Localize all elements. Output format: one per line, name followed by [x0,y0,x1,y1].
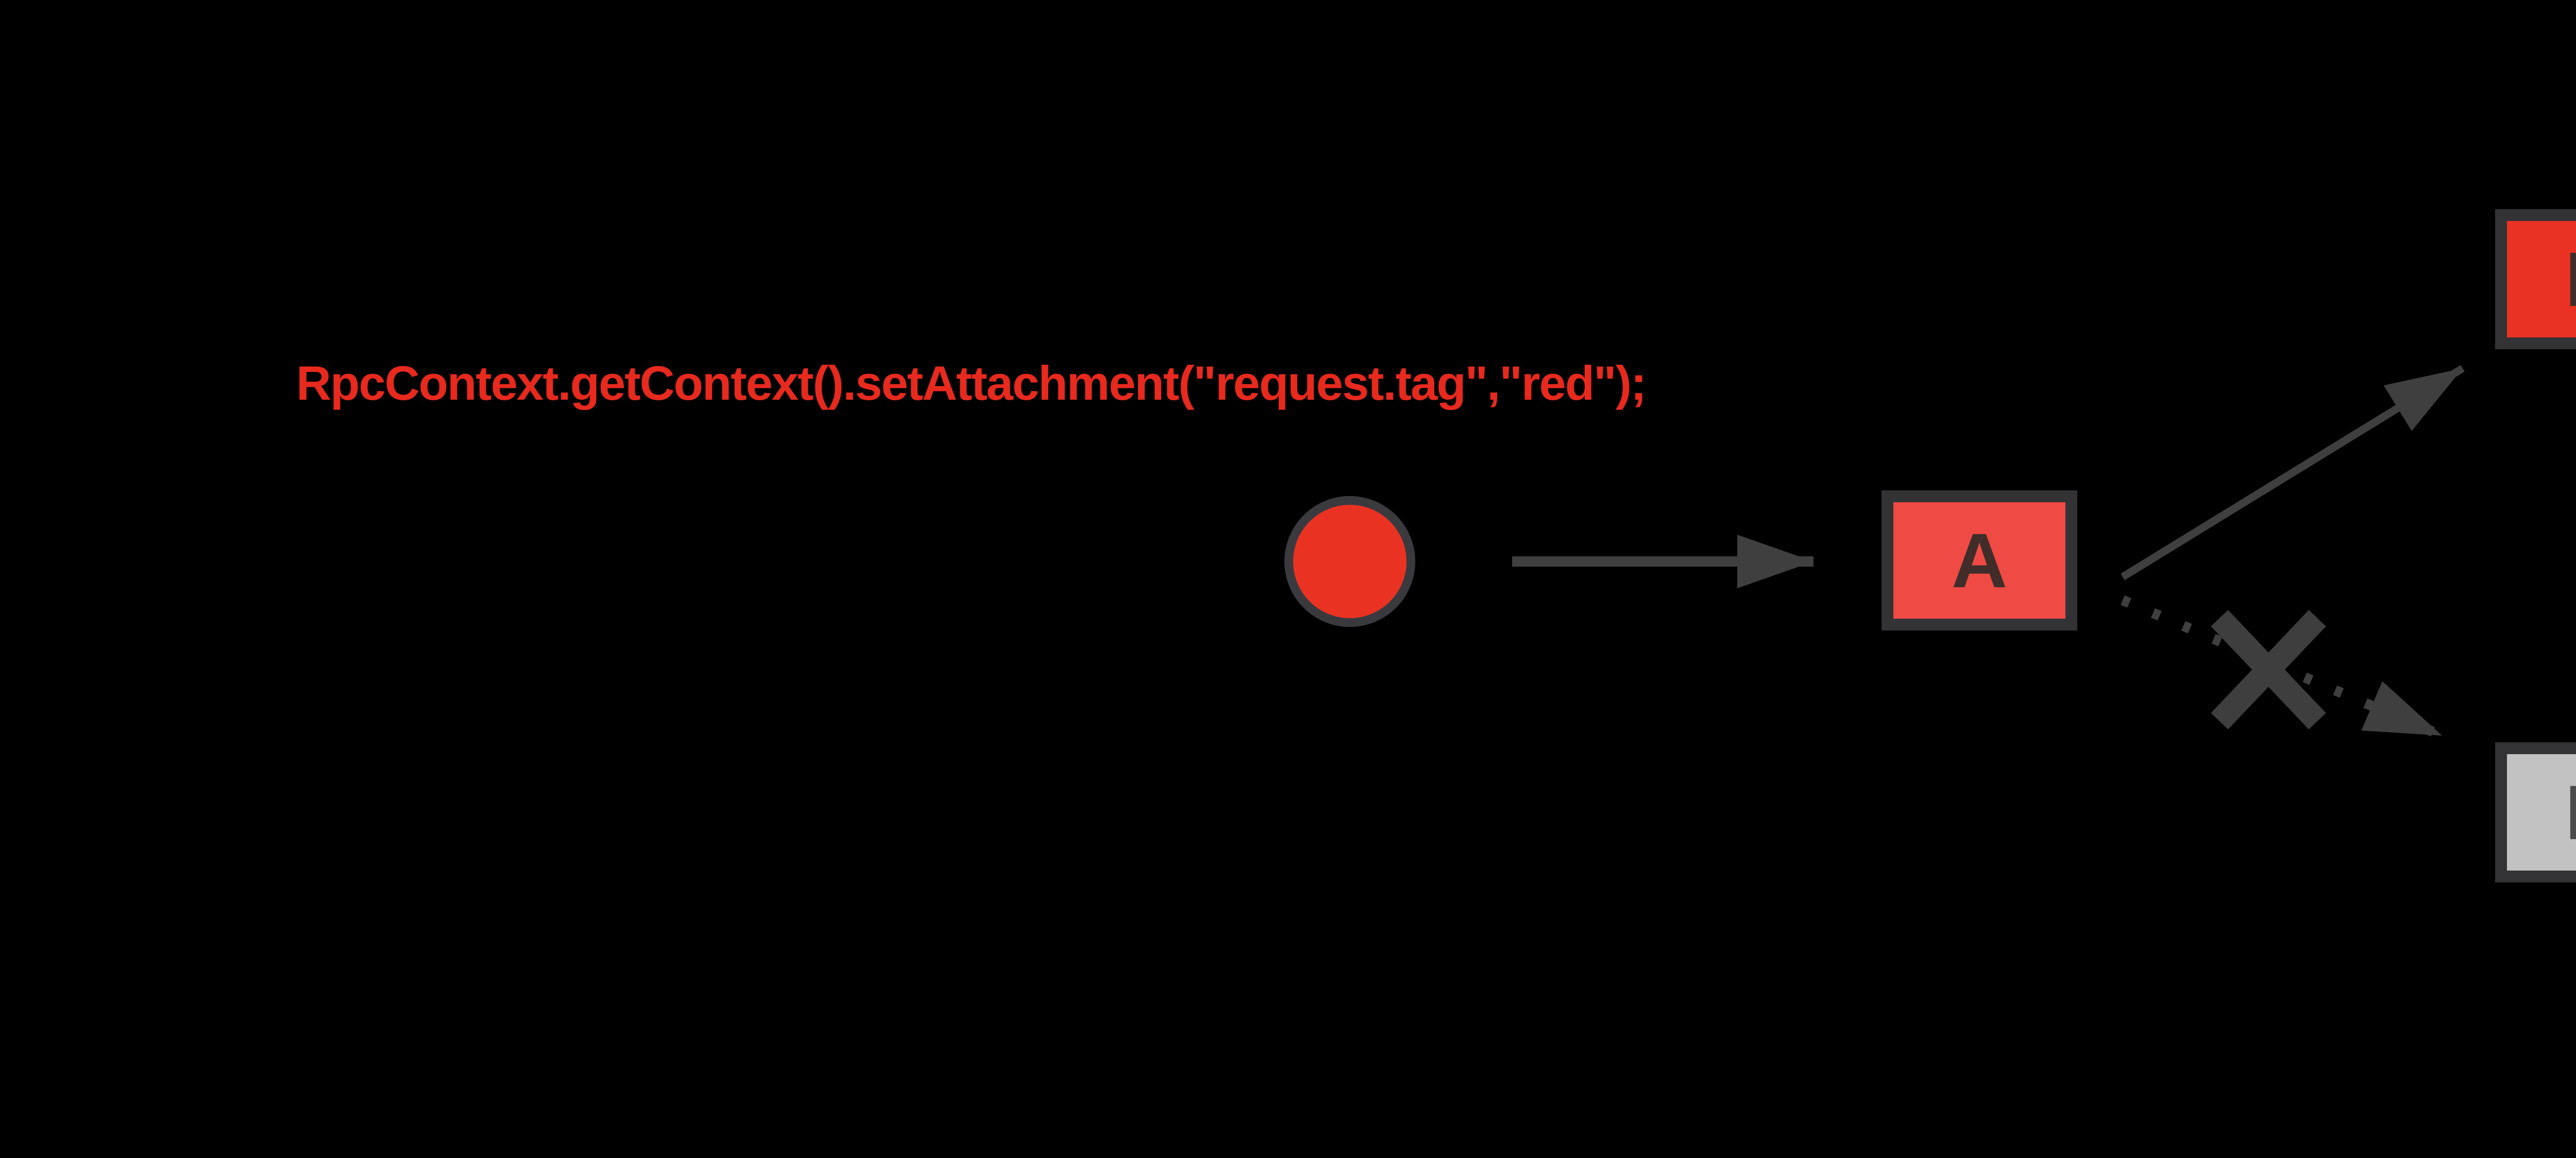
blocked-cross-icon [2211,610,2326,729]
node-a-label: A [1951,517,2008,604]
arrow-a-to-b-red [2121,365,2465,581]
node-b-gray-label: B [2565,768,2576,857]
code-annotation: RpcContext.getContext().setAttachment("r… [296,356,1647,410]
node-b-red: B [2495,209,2576,349]
node-a: A [1882,490,2077,631]
start-node-circle-icon [1284,496,1415,627]
node-b-red-label: B [2565,235,2576,324]
node-b-gray: B [2495,742,2576,882]
